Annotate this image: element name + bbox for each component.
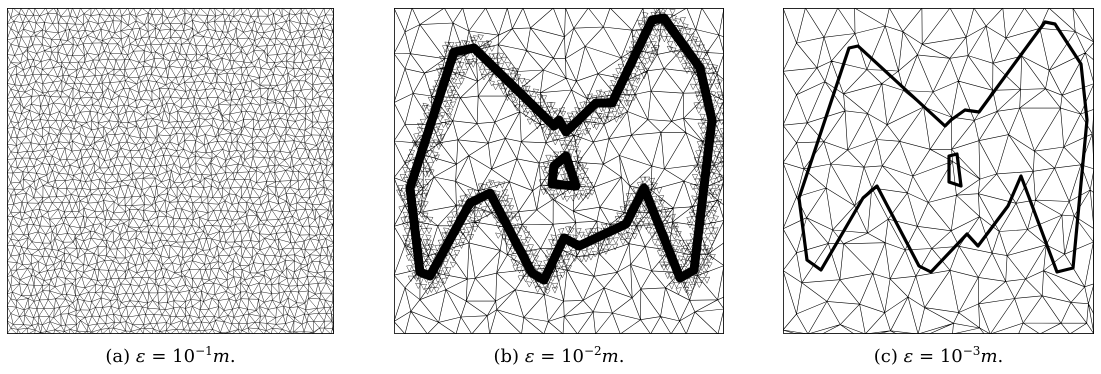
domain-boundary [394,8,724,334]
caption-c: (c) ε = 10−3m. [783,344,1094,367]
mesh-edges [783,8,1094,334]
mesh-image-b [394,8,724,334]
caption-c-relation: = [919,346,935,367]
interface-outer [797,20,1089,274]
caption-c-unit: m [980,346,998,367]
caption-a-symbol: ε [135,346,146,367]
caption-c-end: . [997,346,1004,367]
caption-a-base: 10 [172,346,196,367]
caption-c-base: 10 [939,346,963,367]
caption-a-end: . [229,346,236,367]
mesh-edges [7,8,334,334]
caption-a-unit: m [212,346,230,367]
caption-c-exponent: −3 [962,344,981,358]
caption-a: (a) ε = 10−1m. [7,344,334,367]
caption-a-label: (a) [105,346,131,367]
caption-c-label: (c) [873,346,898,367]
caption-b: (b) ε = 10−2m. [394,344,724,367]
interface-inner [547,151,581,191]
panel-c [783,8,1094,334]
caption-b-relation: = [540,346,556,367]
domain-boundary [7,8,334,334]
mesh-image-a [7,8,334,334]
panel-b [394,8,724,334]
caption-c-symbol: ε [903,346,914,367]
mesh-edges [394,8,724,334]
caption-a-relation: = [151,346,167,367]
interface-outer [405,13,717,285]
caption-b-end: . [618,346,625,367]
caption-b-symbol: ε [524,346,535,367]
caption-b-label: (b) [493,346,520,367]
caption-b-unit: m [601,346,619,367]
interface-inner [947,152,963,188]
caption-a-exponent: −1 [195,344,213,358]
domain-boundary [783,8,1094,334]
mesh-image-c [783,8,1094,334]
panel-a [7,8,334,334]
caption-b-base: 10 [561,346,584,367]
caption-b-exponent: −2 [583,344,602,358]
